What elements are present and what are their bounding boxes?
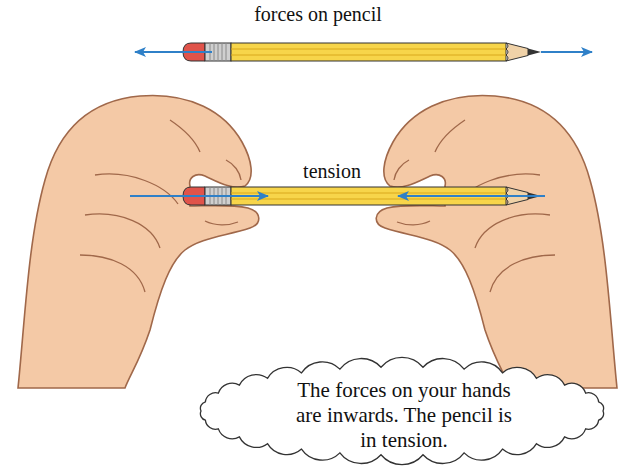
diagram-label: tension: [303, 160, 361, 183]
right-hand: [376, 95, 617, 388]
cloud-shape: [200, 357, 603, 464]
top-pencil: [183, 43, 541, 61]
left-hand: [18, 95, 259, 388]
diagram-label: forces on pencil: [254, 3, 382, 26]
tension-arrows: [130, 196, 545, 197]
force-arrows: [135, 52, 592, 53]
callout-cloud: The forces on your hands are inwards. Th…: [190, 356, 614, 466]
callout-text: The forces on your hands are inwards. Th…: [289, 378, 519, 453]
